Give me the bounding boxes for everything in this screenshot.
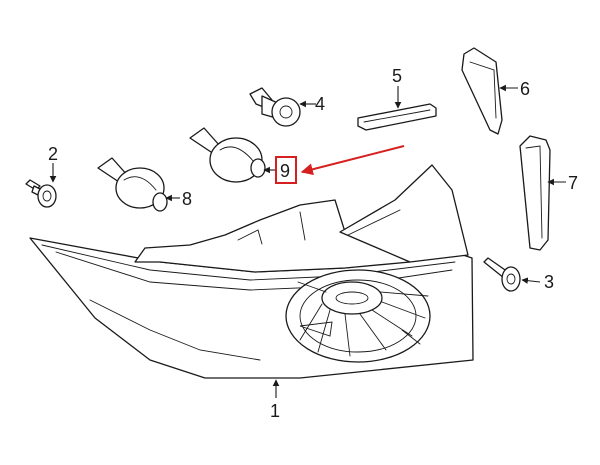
callout-6: 6 xyxy=(520,79,530,99)
bulb-part-9 xyxy=(189,127,266,183)
leader-lines xyxy=(49,84,566,398)
callout-2: 2 xyxy=(48,144,58,164)
lens-cover-part xyxy=(461,47,503,135)
callout-4: 4 xyxy=(315,94,325,114)
clip-part xyxy=(249,87,301,127)
bolt-part xyxy=(25,179,57,208)
bulb-part-8 xyxy=(97,157,168,212)
callout-7: 7 xyxy=(568,173,578,193)
highlight-arrow xyxy=(300,145,405,176)
tail-lamp-assembly xyxy=(29,164,474,379)
callout-1: 1 xyxy=(270,401,280,421)
callout-3: 3 xyxy=(544,272,554,292)
callout-8: 8 xyxy=(182,189,192,209)
reflector-strip-part xyxy=(357,103,437,131)
callout-9: 9 xyxy=(280,161,290,181)
callout-5: 5 xyxy=(392,66,402,86)
screw-part xyxy=(483,257,521,292)
side-marker-part xyxy=(519,135,551,251)
highlight-box xyxy=(275,156,297,184)
